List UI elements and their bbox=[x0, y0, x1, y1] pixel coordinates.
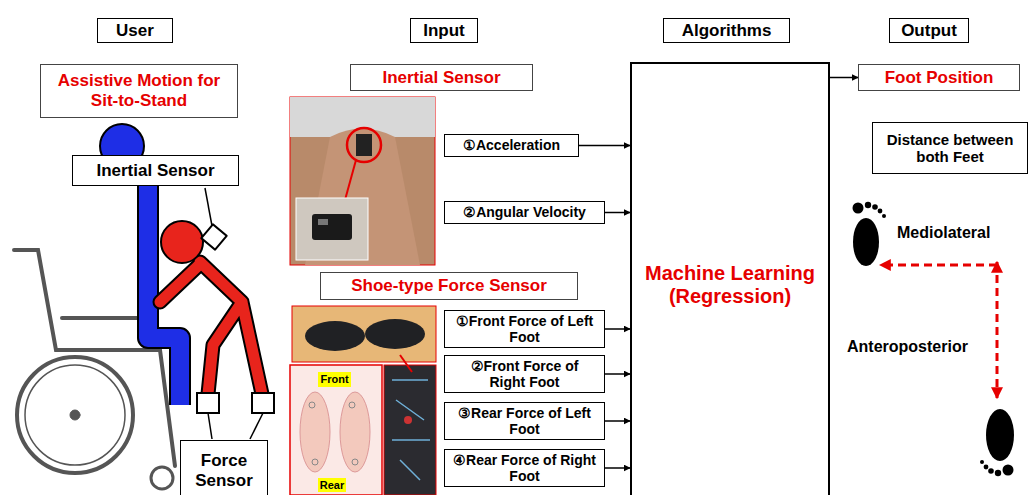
node-text: ④Rear Force of Right Foot bbox=[453, 452, 596, 484]
flow-arrow bbox=[605, 467, 630, 469]
node-text: ②Angular Velocity bbox=[463, 204, 586, 220]
header-box: User bbox=[97, 18, 173, 43]
user-figure-red bbox=[160, 221, 262, 394]
title-box: Assistive Motion for Sit-to-Stand bbox=[40, 64, 238, 118]
header-box: Output bbox=[889, 18, 969, 43]
header-box: Input bbox=[410, 18, 478, 43]
node-text: Algorithms bbox=[682, 21, 772, 41]
node-text: User bbox=[116, 21, 154, 41]
node-text: Foot Position bbox=[885, 68, 994, 88]
node-text: ②Front Force of Right Foot bbox=[453, 358, 596, 390]
foot-sensor-boxes bbox=[197, 393, 274, 413]
node-text: Distance between both Feet bbox=[877, 131, 1023, 166]
title-box: Shoe-type Force Sensor bbox=[320, 272, 578, 300]
node-text: Output bbox=[901, 21, 957, 41]
flow-arrow bbox=[605, 420, 630, 422]
flow-arrow bbox=[605, 328, 630, 330]
input-box: ③Rear Force of Left Foot bbox=[444, 402, 605, 440]
flow-arrow bbox=[830, 77, 858, 79]
algorithm-box: Machine Learning (Regression) bbox=[630, 62, 830, 495]
node-text: Inertial Sensor bbox=[96, 161, 214, 181]
node-text: ①Front Force of Left Foot bbox=[453, 313, 596, 345]
inertial-sensor-photo bbox=[290, 97, 435, 265]
distance-arrows bbox=[880, 262, 997, 398]
description-box: Distance between both Feet bbox=[872, 122, 1028, 174]
shoe-sensor-photo bbox=[290, 306, 436, 495]
node-text: ③Rear Force of Left Foot bbox=[453, 405, 596, 437]
node-text: Inertial Sensor bbox=[382, 68, 500, 88]
node-text: ①Acceleration bbox=[463, 137, 560, 153]
leader-lines bbox=[205, 188, 263, 439]
node-text: Front bbox=[320, 373, 348, 386]
footprint-right bbox=[980, 409, 1014, 476]
node-text: Assistive Motion for Sit-to-Stand bbox=[47, 71, 231, 110]
title-box: Foot Position bbox=[858, 64, 1020, 91]
axis-label: Mediolateral bbox=[895, 224, 992, 242]
node-text: Machine Learning (Regression) bbox=[640, 262, 820, 308]
input-box: ①Front Force of Left Foot bbox=[444, 310, 605, 348]
highlight-tag: Rear bbox=[318, 478, 346, 492]
axis-label: Anteroposterior bbox=[845, 338, 970, 356]
node-text: Shoe-type Force Sensor bbox=[351, 276, 547, 296]
footprint-left bbox=[853, 202, 887, 266]
input-box: ④Rear Force of Right Foot bbox=[444, 449, 605, 487]
node-text: Force Sensor bbox=[185, 451, 263, 490]
highlight-tag: Front bbox=[318, 372, 351, 387]
input-box: ②Angular Velocity bbox=[444, 201, 605, 224]
title-box: Inertial Sensor bbox=[350, 64, 533, 91]
callout-box: Inertial Sensor bbox=[72, 155, 239, 186]
flow-arrow bbox=[605, 212, 630, 214]
flow-arrow bbox=[605, 373, 630, 375]
header-box: Algorithms bbox=[663, 18, 790, 43]
node-text: Input bbox=[423, 21, 465, 41]
input-box: ①Acceleration bbox=[444, 134, 579, 157]
callout-box: Force Sensor bbox=[180, 440, 268, 495]
node-text: Rear bbox=[320, 479, 344, 492]
input-box: ②Front Force of Right Foot bbox=[444, 355, 605, 393]
flow-arrow bbox=[579, 145, 630, 147]
